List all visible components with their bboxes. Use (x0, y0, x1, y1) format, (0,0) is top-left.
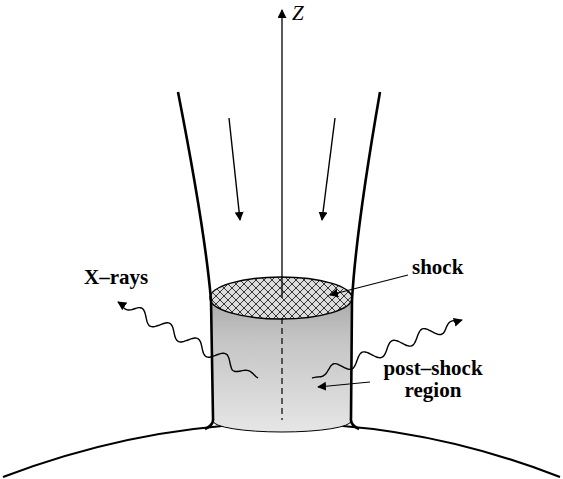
shock-label: shock (412, 256, 463, 278)
region-label: post–shock region (372, 357, 494, 401)
infall-arrow (229, 118, 240, 220)
column-base (213, 421, 351, 432)
axis-dashed (281, 318, 282, 420)
axis-label: Z (292, 2, 304, 24)
shock-front (210, 277, 352, 319)
column-wall (351, 92, 380, 429)
infall-arrow (322, 118, 335, 220)
leader-line (330, 275, 408, 295)
z-axis (281, 10, 282, 298)
leader-line (318, 382, 370, 387)
column-wall (178, 92, 213, 429)
x-ray-wave (118, 302, 258, 378)
x-ray-label: X–rays (84, 266, 148, 288)
